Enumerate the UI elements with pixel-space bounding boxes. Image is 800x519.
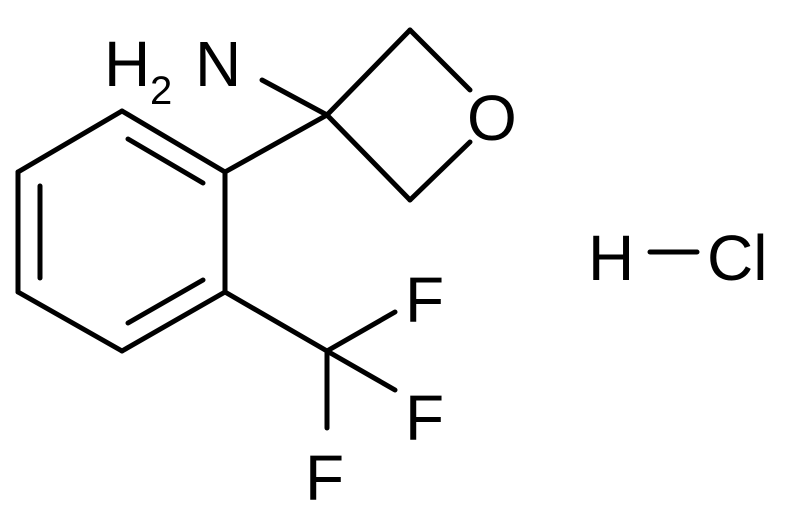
oxetane-bond-4: [324, 112, 413, 203]
ring-bond-4: [15, 289, 125, 354]
ring-double-bond-inner-1: [125, 136, 206, 186]
oxetane-bond-1: [324, 27, 413, 118]
ring-bond-1: [119, 108, 228, 175]
oxetane-oxygen-label: O: [467, 82, 517, 154]
amine-subscript-label: 2: [150, 69, 172, 113]
ring-double-bond-inner-2: [125, 277, 206, 326]
oxetane-bond-3: [407, 139, 473, 203]
amine-nitrogen-label: N: [195, 28, 241, 100]
aryl-oxetane-bond: [222, 112, 330, 175]
amine-hydrogen-label: H: [104, 28, 150, 100]
hcl-hydrogen-label: H: [588, 222, 634, 294]
cf3-f1-bond: [324, 309, 398, 354]
fluorine-2-label: F: [405, 382, 444, 454]
fluorine-1-label: F: [405, 264, 444, 336]
ring-bond-6: [15, 108, 125, 175]
oxetane-bond-2: [407, 27, 473, 93]
trifluoromethyl-group: [222, 289, 398, 431]
cf3-f2-bond: [324, 348, 398, 393]
fluorine-3-label: F: [305, 442, 344, 514]
aryl-cf3-bond: [222, 289, 330, 354]
benzene-ring: [15, 108, 228, 354]
ring-bond-3: [119, 289, 228, 354]
amine-bond: [259, 77, 330, 118]
hcl-chlorine-label: Cl: [707, 222, 767, 294]
oxetane-ring: [324, 27, 473, 203]
